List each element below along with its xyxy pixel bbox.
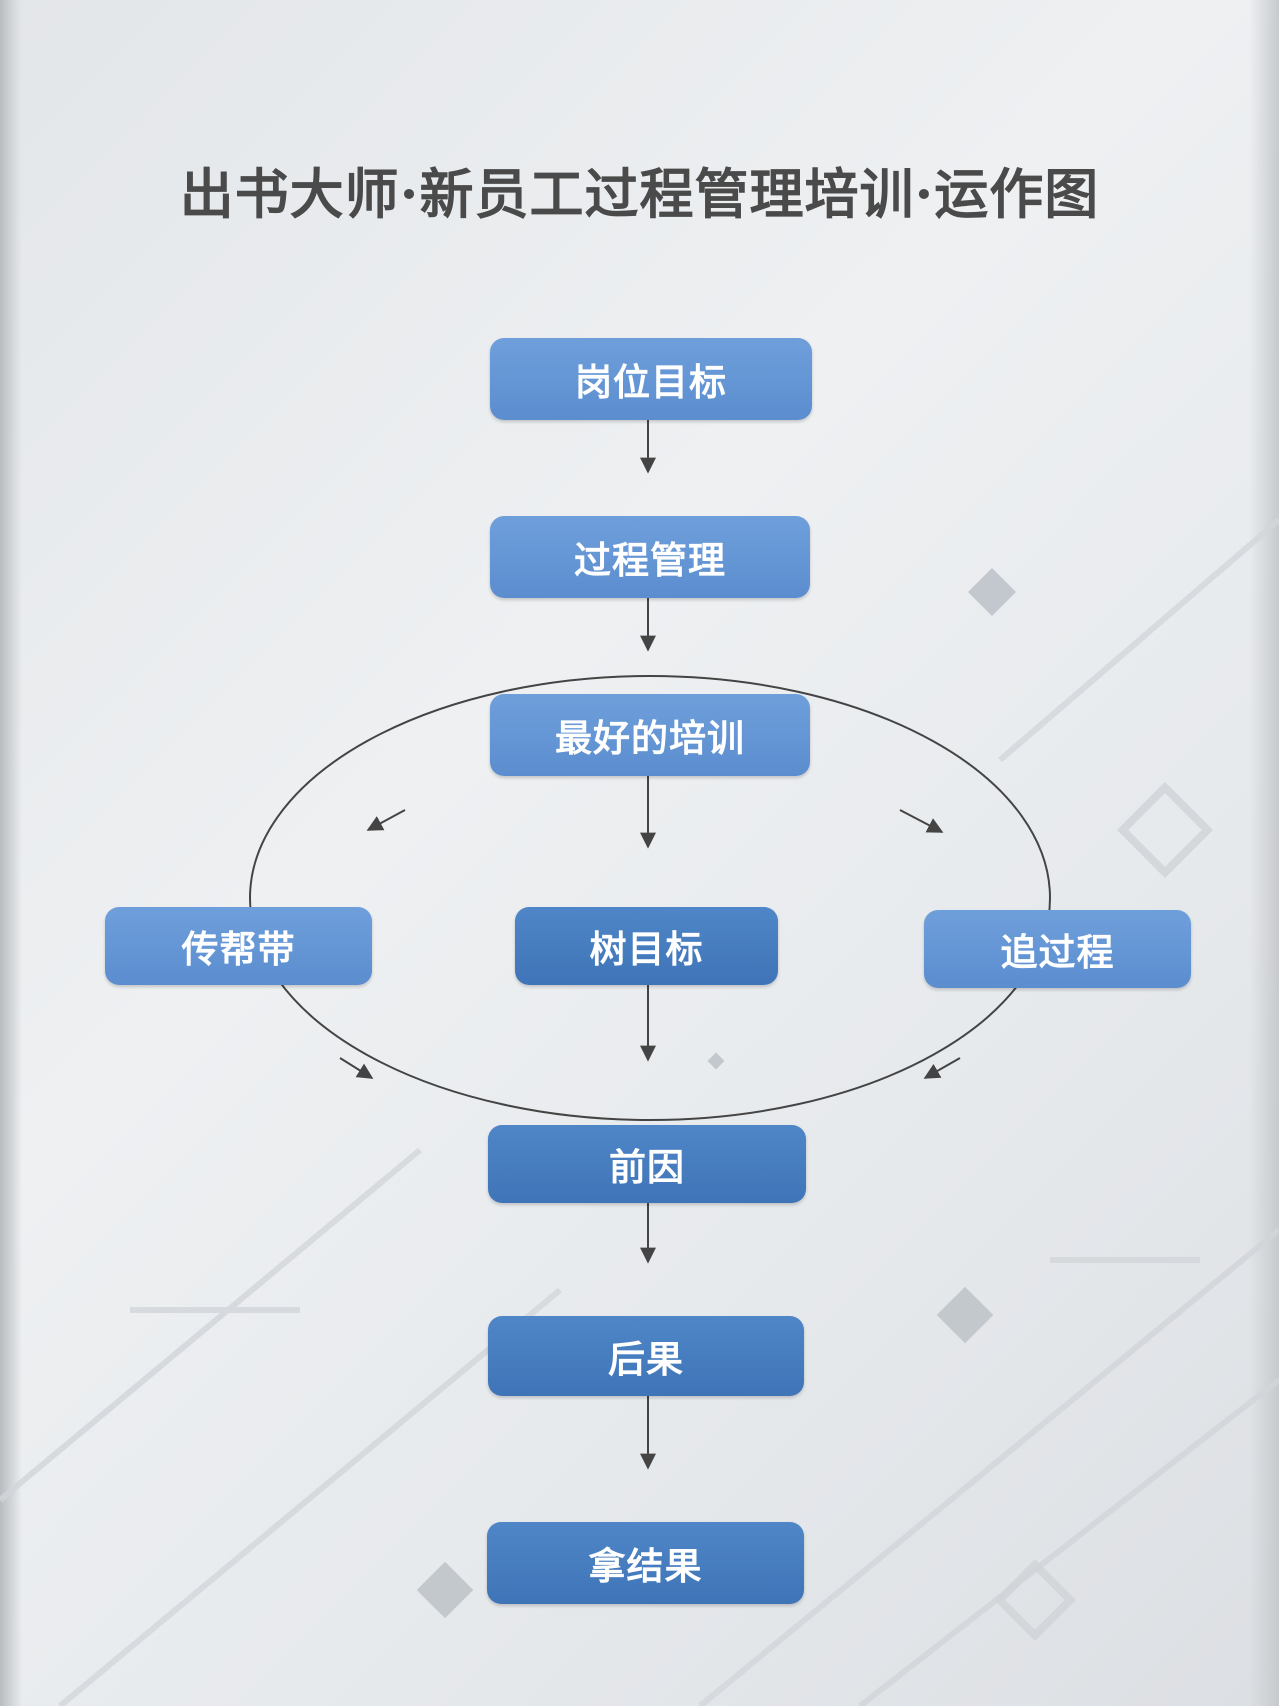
deco-diamond bbox=[967, 567, 1017, 617]
node-mentoring: 传帮带 bbox=[105, 907, 372, 985]
deco-diamond bbox=[707, 1052, 725, 1070]
node-get-result: 拿结果 bbox=[487, 1522, 804, 1604]
arrow-from-mentor bbox=[339, 1057, 374, 1079]
deco-diamond bbox=[936, 1286, 994, 1344]
deco-diamond-outline bbox=[1116, 781, 1214, 879]
node-track-process: 追过程 bbox=[924, 910, 1191, 988]
sheet-left-edge bbox=[0, 0, 22, 1706]
arrow-from-track bbox=[923, 1057, 961, 1079]
deco-line bbox=[858, 1377, 1279, 1706]
sheet-right-edge bbox=[1249, 0, 1279, 1706]
node-set-target: 树目标 bbox=[515, 907, 778, 985]
node-process-management: 过程管理 bbox=[490, 516, 810, 598]
deco-line bbox=[58, 1287, 562, 1706]
deco-diamond-outline bbox=[993, 1558, 1077, 1642]
node-best-training: 最好的培训 bbox=[490, 694, 810, 776]
deco-line bbox=[698, 1227, 1279, 1706]
cycle-ellipse bbox=[249, 675, 1051, 1121]
deco-line bbox=[998, 517, 1279, 763]
arrow-to-track bbox=[899, 809, 944, 833]
deco-diamond bbox=[416, 1561, 474, 1619]
deco-line bbox=[0, 1147, 422, 1503]
node-position-goal: 岗位目标 bbox=[490, 338, 812, 420]
arrow-to-mentor bbox=[366, 809, 406, 831]
node-effect: 后果 bbox=[488, 1316, 804, 1396]
node-cause: 前因 bbox=[488, 1125, 806, 1203]
diagram-title: 出书大师·新员工过程管理培训·运作图 bbox=[179, 162, 1100, 226]
